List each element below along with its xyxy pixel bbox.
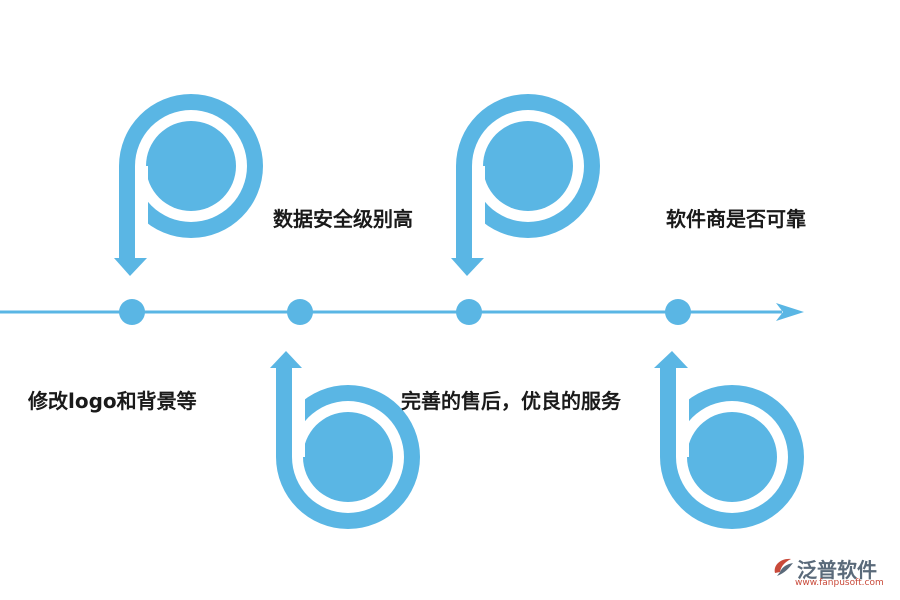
step-label-3: 完善的售后，优良的服务 (401, 389, 621, 413)
step-label-2: 数据安全级别高 (273, 207, 413, 231)
step-label-1: 修改logo和背景等 (28, 389, 197, 413)
timeline-node-3 (456, 299, 482, 325)
b-marker-2 (654, 351, 804, 529)
p-marker-2 (451, 94, 600, 276)
timeline-node-4 (665, 299, 691, 325)
step-label-4: 软件商是否可靠 (666, 207, 806, 231)
b-marker-1 (270, 351, 420, 529)
timeline-node-2 (287, 299, 313, 325)
brand-logo-icon (774, 558, 793, 576)
p-marker-1 (114, 94, 263, 276)
timeline-arrow-head (776, 303, 804, 321)
timeline-node-1 (119, 299, 145, 325)
brand-url: www.fanpusoft.com (795, 578, 884, 588)
brand-watermark: 泛普软件 www.fanpusoft.com (771, 552, 896, 598)
brand-name: 泛普软件 (797, 558, 877, 582)
